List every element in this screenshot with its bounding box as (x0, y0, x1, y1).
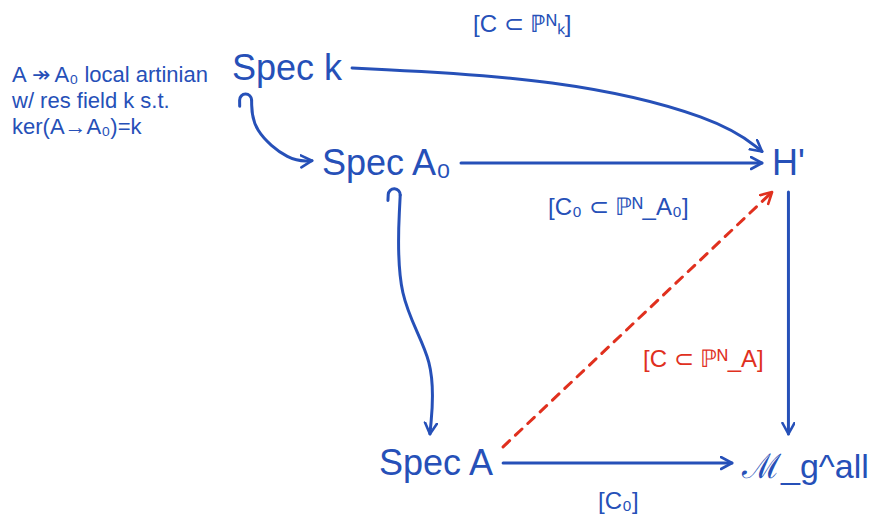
object-label: H' (772, 142, 805, 184)
inclusion-hook (240, 94, 252, 106)
object-label: Spec A (379, 442, 493, 484)
diagram-object: H' (768, 140, 809, 186)
morphism-arrow (398, 195, 432, 434)
morphism-label: [C₀] (595, 487, 642, 515)
margin-note: A ↠ A₀ local artinian w/ res field k s.t… (12, 62, 227, 140)
object-label: ℳ_g^all (742, 442, 869, 488)
morphism-label: [C ⊂ ℙᴺ_A] (640, 345, 767, 373)
diagram-object: ℳ_g^all (738, 440, 873, 490)
morphism-arrow (461, 162, 762, 165)
morphism-arrow (787, 192, 790, 434)
morphism-arrow (252, 100, 312, 161)
morphism-arrow (503, 192, 772, 447)
diagram-object: Spec A (375, 440, 497, 486)
morphism-label: [C ⊂ ℙᴺₖ] (470, 6, 574, 39)
inclusion-hook (388, 189, 400, 201)
morphism-arrow (352, 68, 762, 152)
diagram-object: Spec A₀ (318, 140, 455, 186)
morphism-label: [C₀ ⊂ ℙᴺ_A₀] (545, 193, 692, 221)
object-label: Spec k (232, 47, 342, 89)
diagram-object: Spec k (228, 45, 346, 91)
morphism-arrow (503, 462, 732, 465)
object-label: Spec A₀ (322, 142, 451, 184)
